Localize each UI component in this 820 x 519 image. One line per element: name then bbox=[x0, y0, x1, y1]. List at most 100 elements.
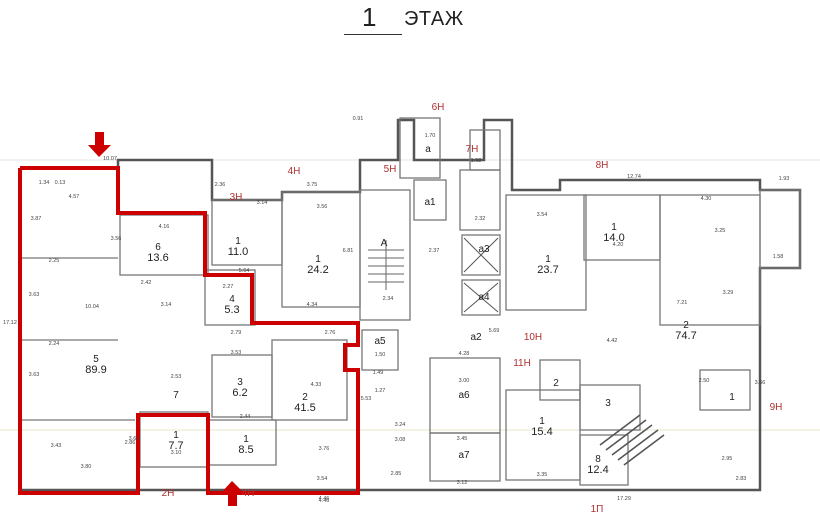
entrance-arrow-top bbox=[88, 132, 111, 157]
dimension-label: 4.57 bbox=[69, 194, 80, 200]
dimension-label: 4.42 bbox=[607, 338, 618, 344]
dimension-label: 2.79 bbox=[231, 330, 242, 336]
dimension-label: 3.45 bbox=[457, 436, 468, 442]
room-number-r5: 5 bbox=[93, 354, 99, 365]
interior-walls bbox=[20, 117, 801, 486]
tag-a4: a4 bbox=[478, 292, 490, 303]
dimension-label: 2.53 bbox=[171, 374, 182, 380]
room-area-r5: 89.9 bbox=[85, 364, 106, 376]
dimension-label: 2.50 bbox=[699, 378, 710, 384]
room-area-r2: 41.5 bbox=[294, 402, 315, 414]
dimension-label: 3.25 bbox=[715, 228, 726, 234]
room-area-r1d: 8.5 bbox=[238, 444, 253, 456]
dimension-label: 2.24 bbox=[49, 341, 60, 347]
dimension-label: 4.28 bbox=[459, 351, 470, 357]
room-number-r8: 8 bbox=[595, 454, 601, 465]
section-label-11H: 11H bbox=[513, 358, 531, 369]
dimension-label: 1.93 bbox=[779, 176, 790, 182]
dimension-label: 3.29 bbox=[723, 290, 734, 296]
stairs-b bbox=[599, 414, 665, 466]
dimension-label: 3.56 bbox=[317, 204, 328, 210]
dimension-label: 2.25 bbox=[49, 258, 60, 264]
room-area-r1f: 14.0 bbox=[603, 232, 624, 244]
room-number-r1b: 1 bbox=[315, 254, 321, 265]
tag-a7: a7 bbox=[458, 450, 470, 461]
dimension-label: 5.64 bbox=[239, 268, 250, 274]
dimension-label: 4.46 bbox=[319, 496, 330, 502]
room-area-r1e: 23.7 bbox=[537, 264, 558, 276]
dimension-label: 1.92 bbox=[471, 158, 482, 164]
dimension-label: 1.49 bbox=[373, 370, 384, 376]
section-label-7H: 7H bbox=[466, 144, 479, 155]
dimension-label: 2.32 bbox=[475, 216, 486, 222]
dimension-label: 3.53 bbox=[231, 350, 242, 356]
tag-a: a bbox=[425, 144, 431, 155]
dimension-label: 5.69 bbox=[489, 328, 500, 334]
dimension-label: 3.08 bbox=[395, 437, 406, 443]
room-number-r2c: 2 bbox=[553, 378, 559, 389]
dimension-label: 4.46 bbox=[319, 498, 330, 504]
room-number-r2b: 2 bbox=[683, 320, 689, 331]
dimension-label: 3.56 bbox=[111, 236, 122, 242]
dimension-label: 3.35 bbox=[537, 472, 548, 478]
room-number-r3: 3 bbox=[237, 377, 243, 388]
tag-a2: a2 bbox=[470, 332, 482, 343]
dimension-label: 5.53 bbox=[361, 396, 372, 402]
tag-A: A bbox=[381, 238, 388, 249]
dimension-label: 3.63 bbox=[29, 292, 40, 298]
dimension-label: 17.29 bbox=[617, 496, 631, 502]
room-number-r1g: 1 bbox=[539, 416, 545, 427]
dimension-label: 1.27 bbox=[375, 388, 386, 394]
floor-label: ЭТАЖ bbox=[404, 8, 464, 30]
dimension-label: 3.12 bbox=[457, 480, 468, 486]
dimension-label: 3.14 bbox=[257, 200, 268, 206]
section-label-5H: 5H bbox=[384, 164, 397, 175]
selected-area-outline bbox=[18, 166, 360, 495]
dimension-label: 2.85 bbox=[391, 471, 402, 477]
room-number-r2: 2 bbox=[302, 392, 308, 403]
dimension-label: 4.20 bbox=[613, 242, 624, 248]
room-number-r4: 4 bbox=[229, 294, 235, 305]
dimension-label: 4.33 bbox=[311, 382, 322, 388]
room-area-r1b: 24.2 bbox=[307, 264, 328, 276]
dimension-label: 10.04 bbox=[85, 304, 99, 310]
tag-a5: a5 bbox=[374, 336, 386, 347]
room-number-r3b: 3 bbox=[605, 398, 611, 409]
section-label-10H: 10H bbox=[524, 332, 542, 343]
dimension-label: 2.34 bbox=[383, 296, 394, 302]
section-label-4H_top: 4H bbox=[288, 166, 301, 177]
dimension-label: 2.37 bbox=[429, 248, 440, 254]
dimension-label: 2.95 bbox=[722, 456, 733, 462]
floor-number-underline bbox=[344, 34, 402, 35]
dimension-label: 10.07 bbox=[103, 156, 117, 162]
dimension-label: 3.14 bbox=[161, 302, 172, 308]
room-number-r1a: 1 bbox=[235, 236, 241, 247]
dimension-label: 0.13 bbox=[55, 180, 66, 186]
section-label-8H: 8H bbox=[596, 160, 609, 171]
dimension-label: 2.36 bbox=[215, 182, 226, 188]
dimension-label: 3.87 bbox=[31, 216, 42, 222]
room-number-r1f: 1 bbox=[611, 222, 617, 233]
dimension-label: 3.75 bbox=[307, 182, 318, 188]
dimension-label: 7.21 bbox=[677, 300, 688, 306]
dimension-label: 3.80 bbox=[81, 464, 92, 470]
floor-number: 1 bbox=[362, 2, 377, 32]
dimension-label: 4.34 bbox=[307, 302, 318, 308]
room-area-r1a: 11.0 bbox=[228, 246, 249, 258]
floor-title: 1 ЭТАЖ bbox=[0, 0, 820, 40]
room-number-r6: 6 bbox=[155, 242, 161, 253]
dimension-label: 12.74 bbox=[627, 174, 641, 180]
dimension-label: 3.10 bbox=[171, 450, 182, 456]
section-label-6H: 6H bbox=[432, 102, 445, 113]
dimension-label: 2.44 bbox=[240, 414, 251, 420]
room-number-r7: 7 bbox=[173, 390, 179, 401]
dimension-label: 3.54 bbox=[317, 476, 328, 482]
elevator-a4 bbox=[463, 282, 499, 313]
tag-a1: a1 bbox=[424, 197, 436, 208]
elevator-a3 bbox=[463, 237, 499, 273]
dimension-label: 2.27 bbox=[223, 284, 234, 290]
dimension-label: 2.86 bbox=[125, 440, 136, 446]
dimension-label: 0.91 bbox=[353, 116, 364, 122]
room-number-r1d: 1 bbox=[243, 434, 249, 445]
